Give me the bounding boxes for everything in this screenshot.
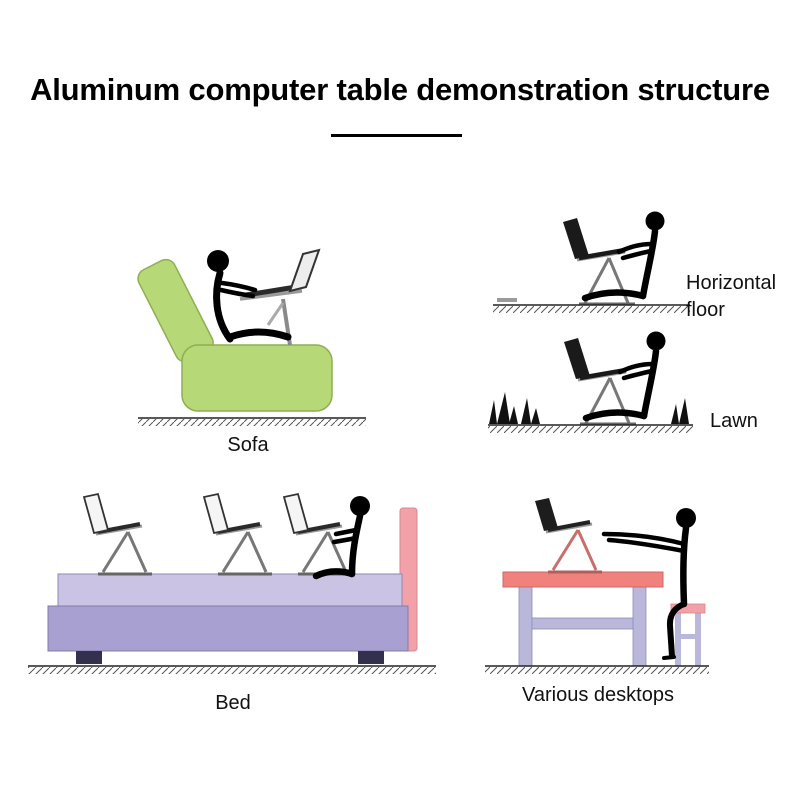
sofa-illustration bbox=[137, 248, 366, 426]
sofa-scene bbox=[118, 233, 378, 428]
stool bbox=[670, 603, 706, 666]
person-head bbox=[676, 508, 696, 528]
person-figure bbox=[581, 211, 665, 302]
title-underline bbox=[331, 134, 462, 137]
folded-stand-icon bbox=[497, 298, 517, 302]
laptop-stand-icon bbox=[202, 492, 274, 576]
stool-crossbar bbox=[675, 634, 701, 639]
stool-leg bbox=[695, 613, 701, 666]
sofa-label: Sofa bbox=[227, 434, 269, 456]
horizontal-floor-label: Horizontal floor bbox=[686, 272, 777, 321]
laptop-stand-icon bbox=[535, 498, 602, 574]
laptop-icon bbox=[563, 218, 626, 261]
laptop-stand-icon bbox=[239, 289, 303, 346]
sofa-seat bbox=[181, 344, 333, 412]
stool-leg bbox=[675, 613, 681, 666]
person-head bbox=[645, 211, 665, 231]
floor-illustration bbox=[493, 211, 690, 313]
desk-illustration bbox=[485, 498, 709, 674]
bed-base bbox=[47, 605, 409, 652]
desk-top bbox=[502, 571, 664, 588]
laptop-icon bbox=[245, 248, 321, 298]
various-desktops-label: Various desktops bbox=[522, 684, 674, 706]
bed-foot bbox=[76, 651, 102, 664]
desk-crossbar bbox=[531, 617, 634, 630]
bed-scene bbox=[28, 486, 438, 681]
bed-foot bbox=[358, 651, 384, 664]
desk-leg bbox=[518, 586, 533, 667]
floor-scene bbox=[485, 208, 700, 316]
person-figure bbox=[207, 250, 292, 343]
person-head bbox=[646, 331, 666, 351]
lawn-illustration bbox=[488, 331, 693, 433]
lawn-label: Lawn bbox=[710, 410, 758, 432]
desktops-scene bbox=[483, 492, 713, 678]
laptop-icon bbox=[564, 338, 627, 381]
ground-line bbox=[493, 304, 690, 313]
person-figure bbox=[312, 496, 370, 580]
page-title: Aluminum computer table demonstration st… bbox=[30, 72, 770, 107]
bed-illustration bbox=[28, 492, 436, 674]
grass-icon bbox=[489, 392, 689, 424]
lawn-scene bbox=[483, 328, 703, 436]
ground-line bbox=[138, 417, 366, 426]
ground-line bbox=[488, 424, 693, 433]
person-head bbox=[350, 496, 370, 516]
ground-line bbox=[485, 665, 709, 674]
person-head bbox=[207, 250, 229, 272]
laptop-stand-icon bbox=[82, 492, 154, 576]
desk-leg bbox=[632, 586, 647, 667]
person-figure bbox=[582, 331, 666, 422]
person-figure bbox=[601, 508, 696, 660]
bed-label: Bed bbox=[215, 692, 251, 714]
bed-mattress bbox=[57, 573, 403, 607]
ground-line bbox=[28, 665, 436, 674]
stool-seat bbox=[670, 603, 706, 614]
sofa-shape bbox=[137, 258, 333, 412]
